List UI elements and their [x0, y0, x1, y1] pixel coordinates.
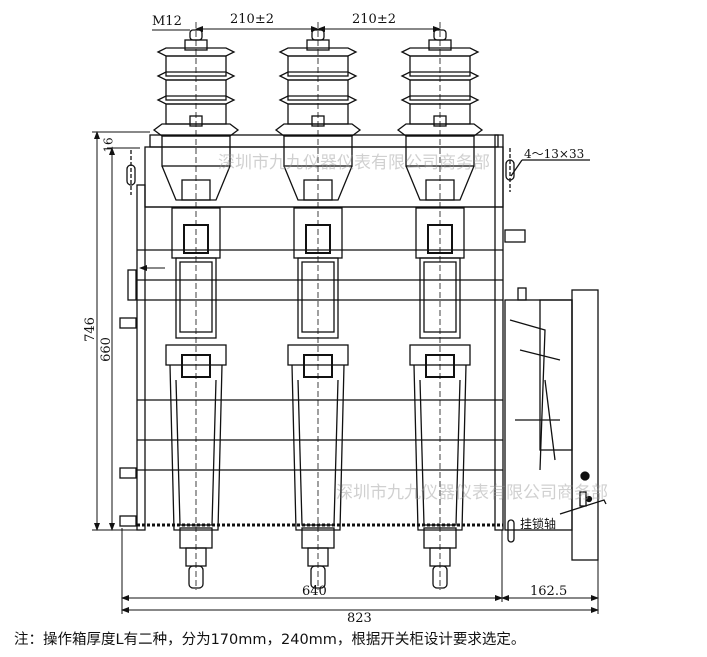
width-main-label: 640	[302, 584, 327, 599]
frame	[119, 134, 527, 531]
pole-2	[274, 22, 362, 590]
pole-1	[152, 22, 240, 590]
watermark-bottom: 深圳市九九仪器仪表有限公司商务部	[336, 483, 608, 503]
operating-box	[504, 289, 607, 561]
height-mount-label: 660	[98, 337, 114, 362]
dimension-lines	[92, 26, 599, 614]
height-total-label: 746	[82, 317, 98, 342]
footnote: 注：操作箱厚度L有二种，分为170mm，240mm，根据开关柜设计要求选定。	[14, 632, 526, 648]
pole-spacing-1: 210±2	[230, 12, 274, 27]
mounting-slots	[126, 148, 590, 195]
width-total-label: 823	[347, 611, 372, 626]
width-box-label: 162.5	[530, 584, 568, 599]
lock-shaft-label: 挂锁轴	[520, 517, 557, 531]
watermark-top: 深圳市九九仪器仪表有限公司商务部	[218, 153, 490, 173]
pole-spacing-2: 210±2	[352, 12, 396, 27]
pole-3	[396, 22, 484, 590]
offset-top-label: 16	[101, 137, 116, 153]
thread-label: M12	[152, 14, 182, 29]
mounting-holes-label: 4～13×33	[524, 147, 585, 161]
